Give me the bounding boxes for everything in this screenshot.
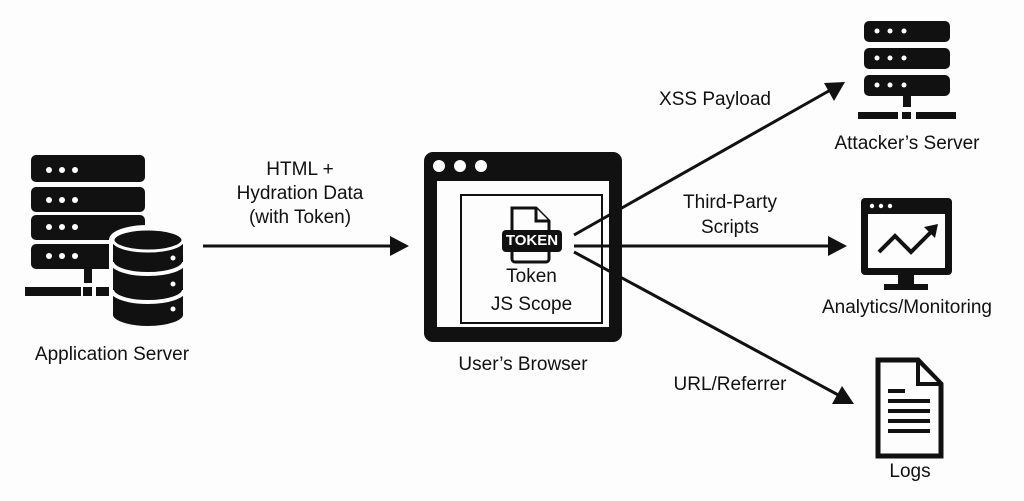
hydration-label-line3: (with Token)	[248, 207, 352, 228]
document-icon	[875, 357, 944, 459]
xss-arrow	[573, 82, 845, 237]
hydration-arrow	[203, 236, 409, 256]
third-party-arrow	[574, 236, 847, 256]
attacker-label: Attacker’s Server	[834, 133, 980, 154]
logs-label: Logs	[889, 461, 931, 482]
app-server-label: Application Server	[34, 344, 190, 365]
xss-label: XSS Payload	[659, 89, 771, 110]
hydration-label-line1: HTML +	[266, 159, 334, 180]
hydration-label-line2: Hydration Data	[236, 183, 364, 204]
third-party-label-line1: Third-Party	[683, 192, 777, 213]
server-icon	[858, 21, 956, 119]
analytics-label: Analytics/Monitoring	[821, 297, 993, 318]
monitor-chart-icon	[861, 198, 952, 290]
third-party-label-line2: Scripts	[700, 217, 760, 238]
referrer-arrow	[573, 250, 854, 404]
token-scope-line2: JS Scope	[490, 294, 573, 315]
server-database-icon	[25, 155, 187, 330]
referrer-label: URL/Referrer	[673, 374, 787, 395]
token-badge: TOKEN	[505, 232, 559, 249]
token-scope-line1: Token	[506, 266, 557, 287]
browser-label: User’s Browser	[458, 354, 588, 375]
token-file-icon	[502, 206, 562, 264]
